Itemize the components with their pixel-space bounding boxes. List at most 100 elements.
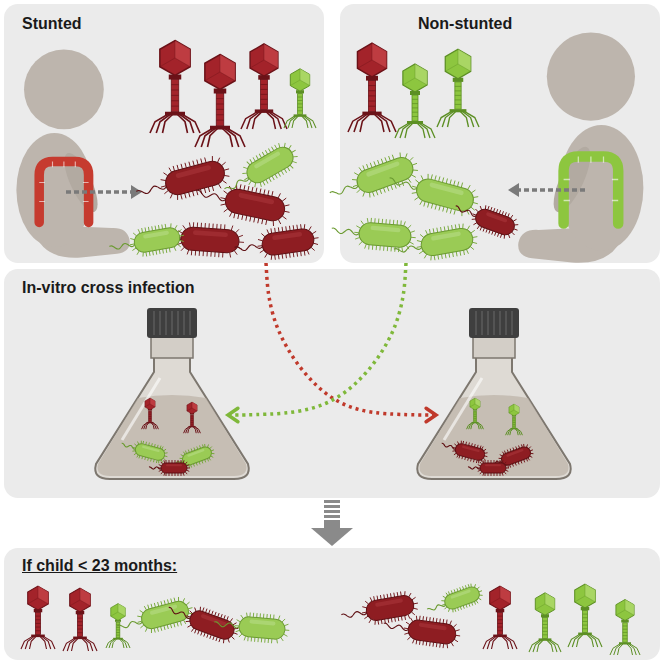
phage <box>184 402 201 433</box>
connector-head <box>228 408 238 422</box>
panel: If child < 23 months: <box>4 548 660 660</box>
phage <box>568 584 602 647</box>
phage-head-facet <box>150 398 155 407</box>
shedding-arrow-line <box>66 190 133 194</box>
phage-tail <box>474 411 477 422</box>
phage-leg <box>284 116 295 128</box>
phage-head-edge <box>475 404 480 407</box>
phage-head-edge <box>535 604 545 610</box>
bacterium-body <box>161 463 187 473</box>
phage-head-edge <box>150 404 155 407</box>
phage-head <box>28 586 49 610</box>
phage-tail-ring <box>216 98 224 99</box>
flagellum <box>454 206 477 218</box>
phage-head-edge <box>111 612 118 616</box>
phage-leg <box>348 114 365 132</box>
bacterium-shine <box>429 182 464 196</box>
phage-tail-ring <box>455 104 461 105</box>
phage-baseplate <box>493 635 507 638</box>
phage-tail-ring <box>582 621 587 622</box>
phage-tail-ring <box>412 112 418 113</box>
pili <box>450 439 489 466</box>
bacterium <box>149 460 190 476</box>
phage-head-edge <box>28 598 38 604</box>
connector-head <box>426 408 436 422</box>
phage-head-facet <box>192 402 197 411</box>
flask-medium <box>420 395 569 476</box>
phage-head-edge <box>372 43 373 60</box>
phage-tail-ring <box>149 416 152 417</box>
flask-cap-ridge <box>475 311 477 335</box>
connector <box>311 500 353 546</box>
phage-head-facet <box>118 604 125 617</box>
phage-baseplate <box>362 112 381 116</box>
phage <box>241 44 287 129</box>
pili <box>233 611 290 644</box>
phage <box>284 69 316 128</box>
connector-shaft <box>324 500 340 529</box>
phage-tail-ring <box>623 635 628 636</box>
phage-tail-ring <box>623 638 628 639</box>
phage-tail-ring <box>455 99 461 100</box>
phage-leg <box>478 422 484 429</box>
phage-baseplate <box>450 109 467 112</box>
phage-head-facet <box>220 55 235 81</box>
phage-head-edge <box>514 404 515 410</box>
phage-head-edge <box>500 586 501 598</box>
phage-head-facet <box>625 600 634 616</box>
bacterium <box>381 611 462 650</box>
bacterium <box>119 436 170 466</box>
flask-cap-ridge <box>183 311 185 335</box>
bacterium-body <box>365 594 416 622</box>
bacterium-body <box>180 227 239 254</box>
phage-tail-ring <box>191 422 194 423</box>
bacterium-shine <box>450 589 471 599</box>
phage-tail-ring <box>77 621 82 622</box>
phage-tail-ring <box>191 416 194 417</box>
phage-leg <box>85 638 97 651</box>
flask-cap <box>469 308 519 338</box>
pili <box>414 221 480 263</box>
pili <box>128 221 187 259</box>
pili <box>156 152 233 204</box>
phage-head-edge <box>625 600 626 611</box>
flask-cap-ridge <box>165 311 167 335</box>
phage-head-edge <box>545 604 555 610</box>
phage-head-facet <box>80 588 90 606</box>
panel-artwork <box>325 33 643 267</box>
shedding-arrow <box>66 185 142 199</box>
phage-head-edge <box>357 60 372 68</box>
phage-leg <box>184 426 190 433</box>
phage-tail-ring <box>412 116 418 117</box>
phage <box>142 398 159 429</box>
phage-tail-ring <box>77 629 82 630</box>
phage-leg <box>610 644 621 656</box>
phage-head <box>509 404 519 416</box>
bacterium-shine <box>175 165 211 179</box>
phage-tail-ring <box>623 625 628 626</box>
panel-illustration <box>4 4 324 263</box>
phage-tail-ring <box>171 90 179 91</box>
phage-head <box>403 64 427 92</box>
phage-head-edge <box>192 408 197 411</box>
phage-tail <box>149 411 152 422</box>
phage-baseplate <box>210 126 230 130</box>
phage-baseplate <box>472 422 479 423</box>
connector <box>266 263 436 422</box>
bacterium <box>451 195 522 242</box>
phage-tail-ring <box>298 103 303 104</box>
phage-tail-ring <box>623 632 628 633</box>
pili <box>468 202 522 243</box>
flagellum <box>214 622 240 629</box>
phage-head-edge <box>70 600 80 606</box>
phage <box>610 600 640 656</box>
pili <box>438 581 485 616</box>
bacterium-body <box>414 176 476 213</box>
pili <box>477 460 509 476</box>
phage-tail-ring <box>171 84 179 85</box>
bacterium-shine <box>143 230 169 238</box>
phage-head-facet <box>264 44 278 68</box>
phage-head-edge <box>509 410 514 413</box>
bacterium-shine <box>166 464 182 466</box>
